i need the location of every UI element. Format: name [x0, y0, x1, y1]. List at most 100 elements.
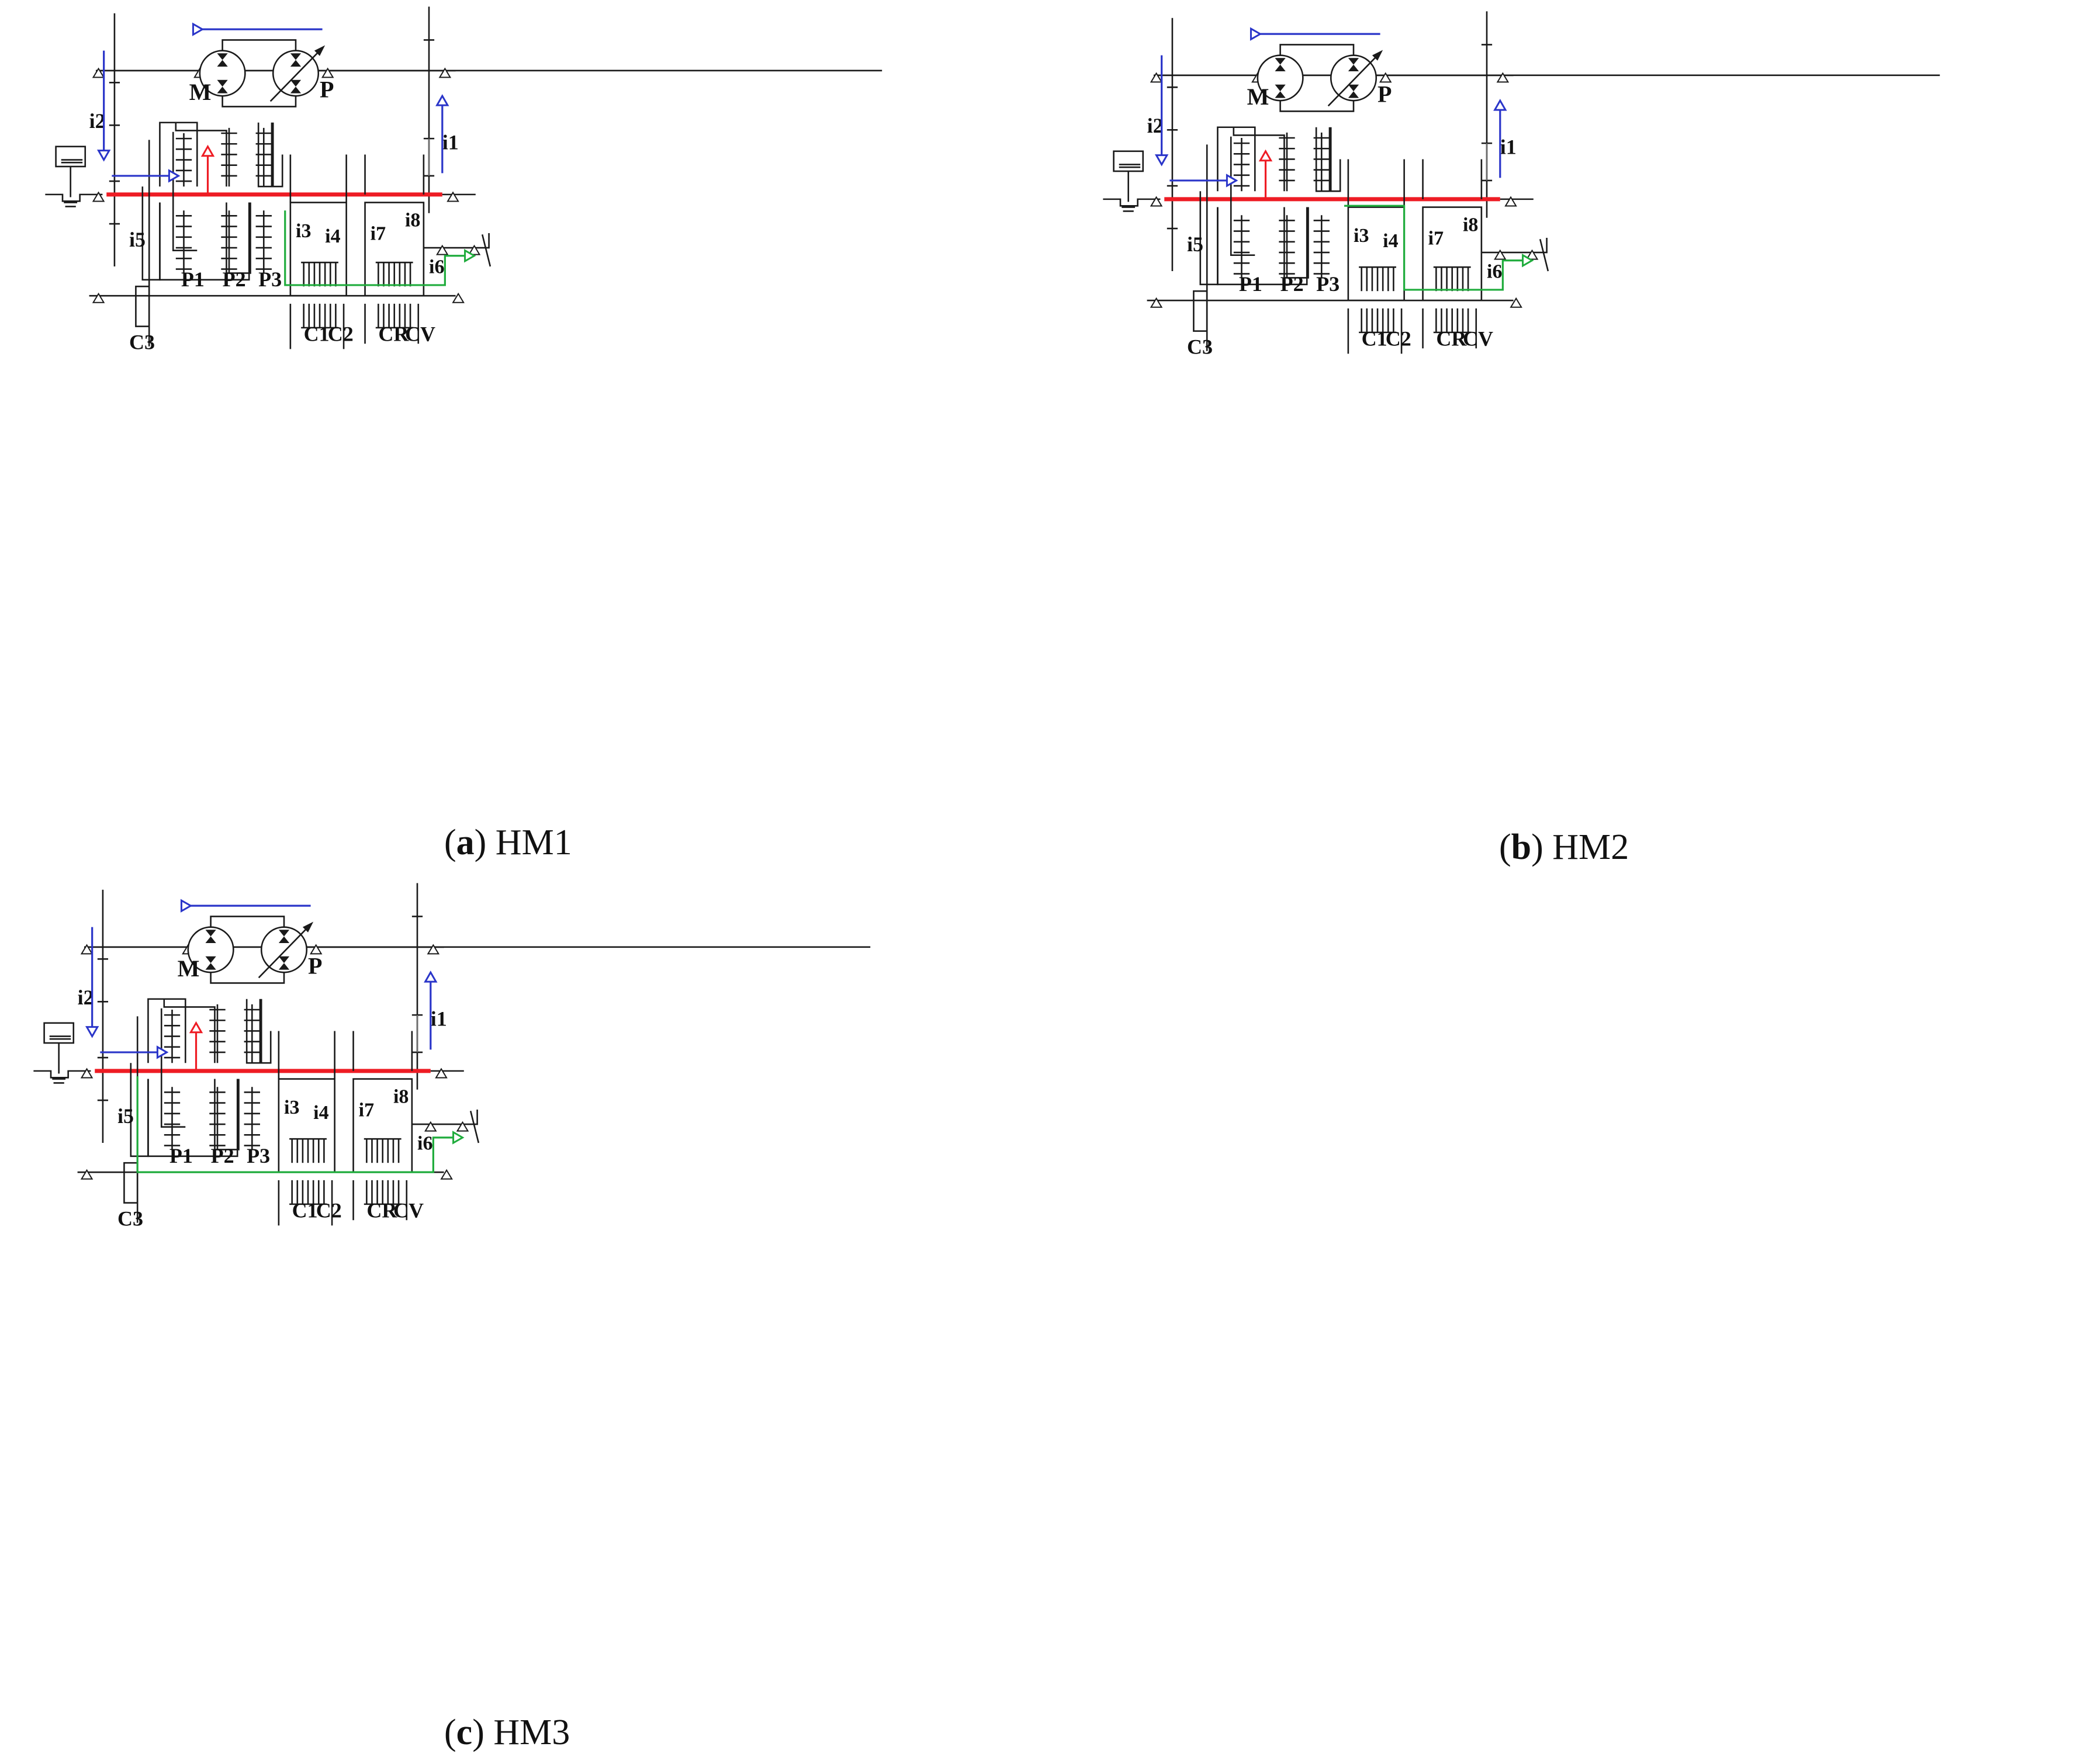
ratio-label-i5: i5	[117, 1104, 134, 1128]
hydraulic-flow-arrow-top-head	[180, 899, 193, 913]
planetary-label-p1: P1	[1239, 272, 1262, 296]
planet-frame-1	[160, 1008, 186, 1128]
check-valve-icon	[1348, 58, 1359, 71]
hydraulic-flow-arrow-i2-head	[96, 150, 111, 162]
output-shaft	[411, 1110, 478, 1125]
pump-variable-arrow	[1327, 52, 1381, 107]
engine-base	[45, 193, 103, 202]
bearing-icon	[92, 67, 105, 78]
bearing-icon	[309, 944, 323, 955]
clutch-label-cr: CR	[378, 323, 409, 346]
bearing-icon	[80, 944, 94, 955]
planetary-label-p2: P2	[223, 268, 246, 291]
bearing-icon	[92, 292, 105, 303]
caption-mode: ) HM2	[1531, 827, 1629, 867]
bearing-icon	[92, 191, 105, 202]
check-valve-icon	[1275, 84, 1286, 98]
bearing-icon	[80, 1068, 94, 1079]
output-flange	[469, 1110, 480, 1143]
clutch-icon	[123, 1162, 139, 1204]
ring-frame-3	[260, 999, 272, 1064]
bearing-icon	[436, 244, 449, 255]
clutch-icon	[135, 285, 150, 327]
motor-label: M	[189, 79, 212, 105]
planetary-label-p1: P1	[181, 268, 205, 291]
planet-frame-1	[1230, 136, 1255, 256]
bearing-icon	[438, 67, 452, 78]
check-valve-icon	[278, 930, 290, 943]
pump-variable-arrow	[258, 924, 312, 979]
check-valve-icon	[217, 79, 228, 93]
carrier-lower-box	[147, 1079, 238, 1157]
output-flow-path	[1344, 205, 1524, 291]
caption-mode: ) HM1	[475, 823, 572, 862]
clutch-icon	[1193, 290, 1208, 332]
hydraulic-line-top	[221, 39, 297, 51]
planetary-label-p2: P2	[211, 1144, 234, 1167]
hydraulic-flow-arrow-i1-head	[435, 94, 449, 106]
clutch-label-cv: CV	[405, 323, 435, 346]
output-flow-path	[284, 210, 466, 286]
clutch-label-c1: C1	[292, 1199, 318, 1222]
planet-carrier-1	[159, 122, 198, 187]
mechanical-flow-arrow-head	[200, 144, 215, 157]
ring-frame-1	[175, 122, 227, 187]
clutch-label-cv: CV	[393, 1199, 424, 1222]
pump-arrow-head	[302, 921, 314, 933]
ratio-label-i3: i3	[284, 1097, 299, 1118]
planetary-label-p2: P2	[1280, 272, 1304, 296]
check-valve-icon	[217, 53, 228, 67]
check-valve-icon	[290, 53, 302, 67]
mechanical-flow-arrow-head	[189, 1021, 203, 1034]
caption-hm2: (b) HM2	[1499, 827, 1629, 867]
carrier-lower-box	[159, 202, 250, 281]
bearing-icon	[424, 1121, 437, 1132]
hydraulic-flow-arrow-top-head	[1250, 27, 1262, 41]
caption-open: (	[444, 823, 456, 862]
hydraulic-flow-arrow-input-head	[1226, 174, 1238, 188]
check-valve-icon	[205, 930, 216, 943]
hydraulic-flow-arrow-i1-head	[424, 971, 438, 983]
planet-frame-1	[172, 131, 198, 251]
ratio-label-i5: i5	[129, 228, 146, 251]
planetary-label-p3: P3	[1316, 272, 1340, 296]
hydraulic-line-bottom	[210, 972, 285, 984]
bearing-icon	[447, 191, 459, 202]
check-valve-icon	[1348, 84, 1359, 98]
gear-box-i3-i4	[278, 1078, 335, 1173]
pump-label: P	[1378, 81, 1392, 107]
planetary-label-p3: P3	[247, 1144, 270, 1167]
check-valve-icon	[1275, 58, 1286, 71]
hydraulic-flow-arrow-i1-head	[1493, 99, 1507, 111]
gear-box-i7-i8	[1422, 206, 1483, 301]
ratio-label-i1: i1	[1500, 135, 1517, 158]
output-shaft	[1481, 238, 1548, 254]
ratio-label-i2: i2	[78, 986, 94, 1009]
ratio-label-i2: i2	[89, 109, 106, 133]
planet-carrier-1	[1217, 126, 1256, 192]
caption-hm1: (a) HM1	[444, 823, 572, 862]
clutch-label-c2: C2	[328, 323, 354, 346]
clutch-label-c1: C1	[1362, 327, 1387, 351]
bearing-icon	[440, 1169, 453, 1180]
bearing-icon	[427, 944, 440, 955]
caption-letter: c	[456, 1713, 473, 1752]
bearing-icon	[1504, 196, 1517, 207]
carrier-lower-box	[1217, 207, 1308, 286]
clutch-label-c3: C3	[117, 1207, 143, 1230]
planetary-label-p1: P1	[169, 1144, 193, 1167]
planet-carrier-1	[147, 998, 186, 1063]
clutch-label-c1: C1	[304, 323, 330, 346]
clutch-label-c3: C3	[129, 330, 155, 354]
gear-box-i3-i4	[1347, 206, 1405, 301]
bearing-icon	[1379, 72, 1392, 83]
hydraulic-flow-arrow-input-head	[168, 169, 181, 183]
clutch-label-cr: CR	[1436, 327, 1467, 351]
pump-arrow-head	[314, 45, 326, 56]
ratio-label-i6: i6	[429, 256, 444, 278]
ring-frame-1	[1233, 127, 1285, 192]
hydraulic-line-bottom	[221, 96, 297, 108]
